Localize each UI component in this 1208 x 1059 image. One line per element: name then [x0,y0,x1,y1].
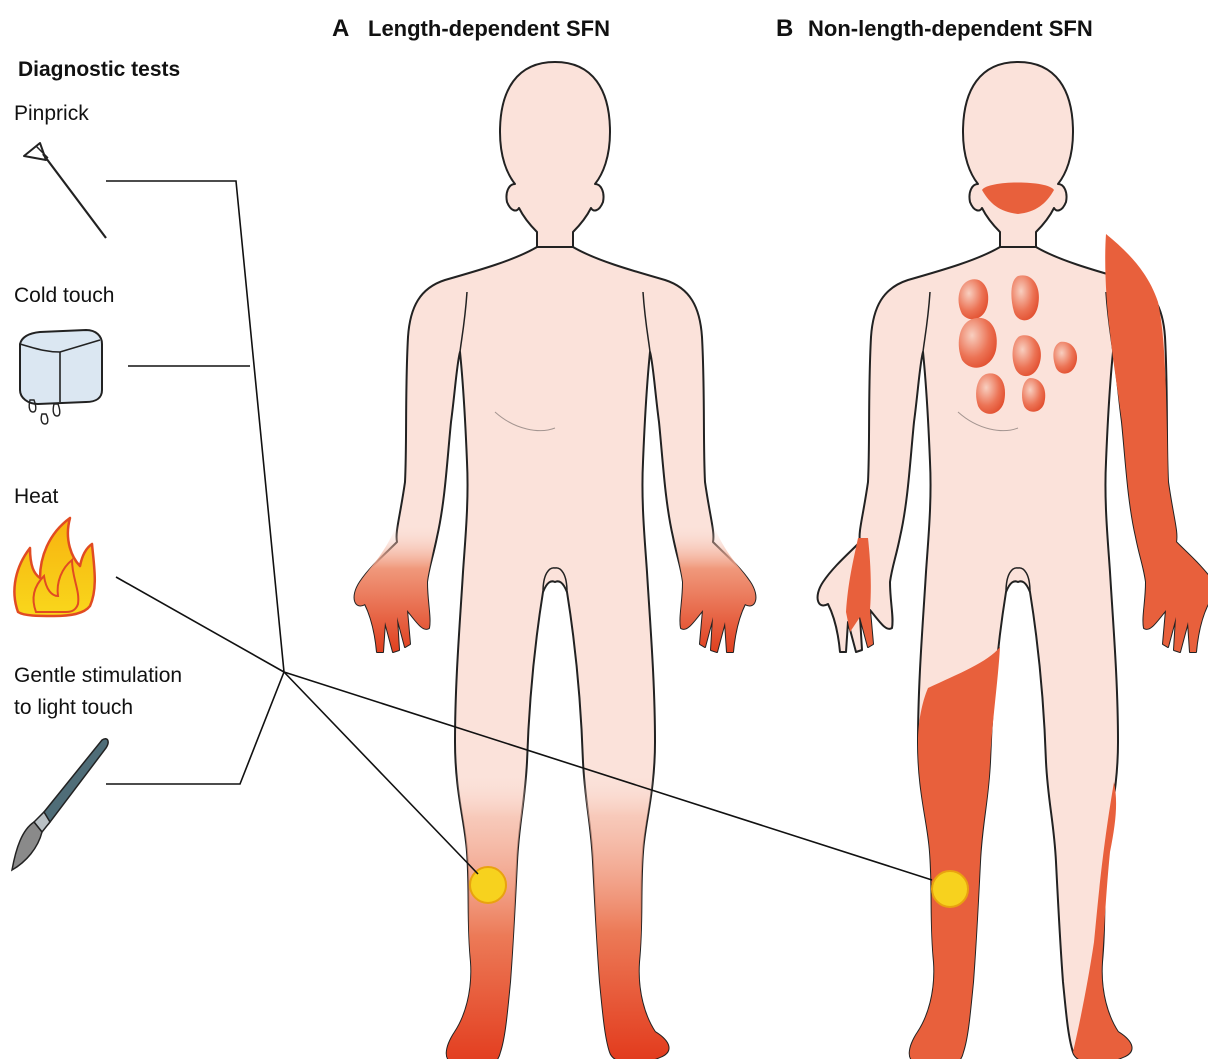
flame-icon [14,518,94,616]
panel-a-letter: A [332,15,349,42]
panel-a-left-hand-affected [355,524,437,652]
panel-b-letter: B [776,15,793,42]
brush-icon [12,739,108,870]
test-label-heat: Heat [14,485,59,508]
test-label-cold-touch: Cold touch [14,284,114,307]
test-label-pinprick: Pinprick [14,102,89,125]
test-label-light-touch-line2: to light touch [14,696,133,719]
panel-a-right-leg-affected [583,772,669,1059]
panel-b-arm-affected [1105,234,1208,652]
panel-b-left-leg-affected [910,647,1000,1059]
ice-cube-icon [20,330,102,424]
panel-a-title: Length-dependent SFN [368,16,610,41]
panel-a-right-hand-affected [673,524,755,652]
panel-b-test-site [932,871,968,907]
panel-b-figure [818,62,1208,1059]
diagnostic-tests-heading: Diagnostic tests [18,58,180,81]
panel-b-title: Non-length-dependent SFN [808,16,1093,41]
panel-a-figure [355,62,756,1059]
test-label-light-touch-line1: Gentle stimulation [14,664,182,687]
pin-icon [24,143,106,238]
